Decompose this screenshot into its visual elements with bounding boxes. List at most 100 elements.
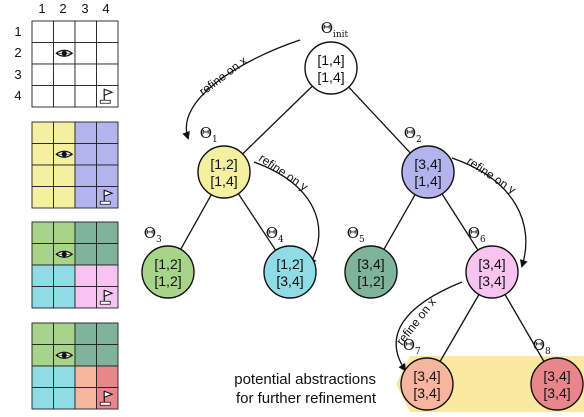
node-theta-subscript: 4 (278, 235, 284, 245)
grid-cell (96, 286, 119, 309)
grid-cell (31, 322, 54, 345)
grid-cell (53, 221, 76, 244)
grid-cell (96, 85, 119, 108)
grid-cell (31, 365, 54, 388)
grid-cell (53, 286, 76, 309)
grid-cell (74, 121, 97, 144)
flag-icon (99, 189, 114, 205)
node-interval-y: [1,4] (317, 69, 344, 85)
refine-arrow-t1 (253, 161, 320, 266)
grid-cell (74, 286, 97, 309)
grid-cell (96, 322, 119, 345)
node-theta-label: Θ (533, 336, 545, 354)
tree-edge (439, 294, 480, 362)
grid-panel (31, 221, 119, 309)
grid-cell (96, 221, 119, 244)
flag-icon (99, 88, 114, 104)
grid-cell (31, 143, 54, 166)
eye-icon (55, 351, 74, 359)
grid-cell (96, 387, 119, 410)
node-theta-label: Θ (321, 19, 333, 37)
grid-cell (96, 63, 119, 86)
grid-cell (74, 264, 97, 287)
node-interval-x: [1,4] (317, 52, 344, 68)
grid-cell (96, 121, 119, 144)
grid-cell (53, 322, 76, 345)
grid-cell (96, 143, 119, 166)
node-interval-x: [1,2] (210, 156, 237, 172)
tree-edge (348, 86, 411, 154)
node-theta-subscript: 7 (415, 347, 421, 357)
grid-col-label: 1 (38, 1, 45, 16)
node-theta-subscript: 6 (480, 235, 486, 245)
grid-cell (53, 186, 76, 209)
node-interval-y: [1,2] (357, 273, 384, 289)
eye-icon (55, 250, 74, 258)
grid-cell (53, 85, 76, 108)
grid-cell (96, 164, 119, 187)
grid-cell (96, 365, 119, 388)
grid-cell (74, 243, 97, 266)
grid-cell (53, 264, 76, 287)
node-theta-label: Θ (347, 224, 359, 242)
grid-cell (31, 264, 54, 287)
grid-cell (31, 164, 54, 187)
grid-row-label: 2 (14, 45, 21, 60)
grid-row-label: 3 (14, 67, 21, 82)
node-circle (344, 245, 398, 299)
grid-cell (53, 121, 76, 144)
grid-col-label: 3 (81, 1, 88, 16)
grid-cell (31, 221, 54, 244)
refine-arrow-init (182, 39, 301, 140)
grid-cell (74, 387, 97, 410)
grid-row-labels: 1 2 3 4 (14, 24, 21, 103)
node-theta-label: Θ (266, 224, 278, 242)
grid-cell (96, 344, 119, 367)
refine-arrows: refine on x refine on y refine on y refi… (182, 39, 528, 372)
refine-label: refine on y (256, 151, 310, 194)
tree-edge (242, 85, 313, 155)
grid-cell (31, 186, 54, 209)
grid-cell (74, 143, 97, 166)
grid-cell (31, 387, 54, 410)
node-theta-subscript: 2 (416, 135, 422, 145)
grid-cell (31, 85, 54, 108)
node-theta-label: Θ (404, 124, 416, 142)
tree-edge (180, 194, 212, 250)
tree-edge (504, 294, 545, 362)
grid-cell (74, 365, 97, 388)
grid-cell (74, 322, 97, 345)
caption-line-2: for further refinement (236, 390, 377, 407)
grid-cell (53, 20, 76, 43)
grid-cell (96, 264, 119, 287)
node-circle (465, 245, 519, 299)
grid-cell (74, 344, 97, 367)
grid-cell (74, 164, 97, 187)
node-theta-subscript: init (333, 30, 349, 40)
node-theta-label: Θ (403, 336, 415, 354)
node-theta-subscript: 1 (212, 135, 218, 145)
node-circle (401, 145, 455, 199)
grid-cell (31, 286, 54, 309)
grid-cell (53, 365, 76, 388)
flag-icon (99, 390, 114, 406)
grid-cell (53, 63, 76, 86)
grid-cell (74, 63, 97, 86)
grid-cell (96, 186, 119, 209)
tree-edge (237, 193, 277, 251)
node-circle (263, 245, 317, 299)
node-interval-y: [3,4] (478, 273, 505, 289)
node-interval-x: [1,2] (154, 256, 181, 272)
grid-col-label: 4 (102, 1, 109, 16)
refine-label: refine on x (196, 53, 249, 98)
